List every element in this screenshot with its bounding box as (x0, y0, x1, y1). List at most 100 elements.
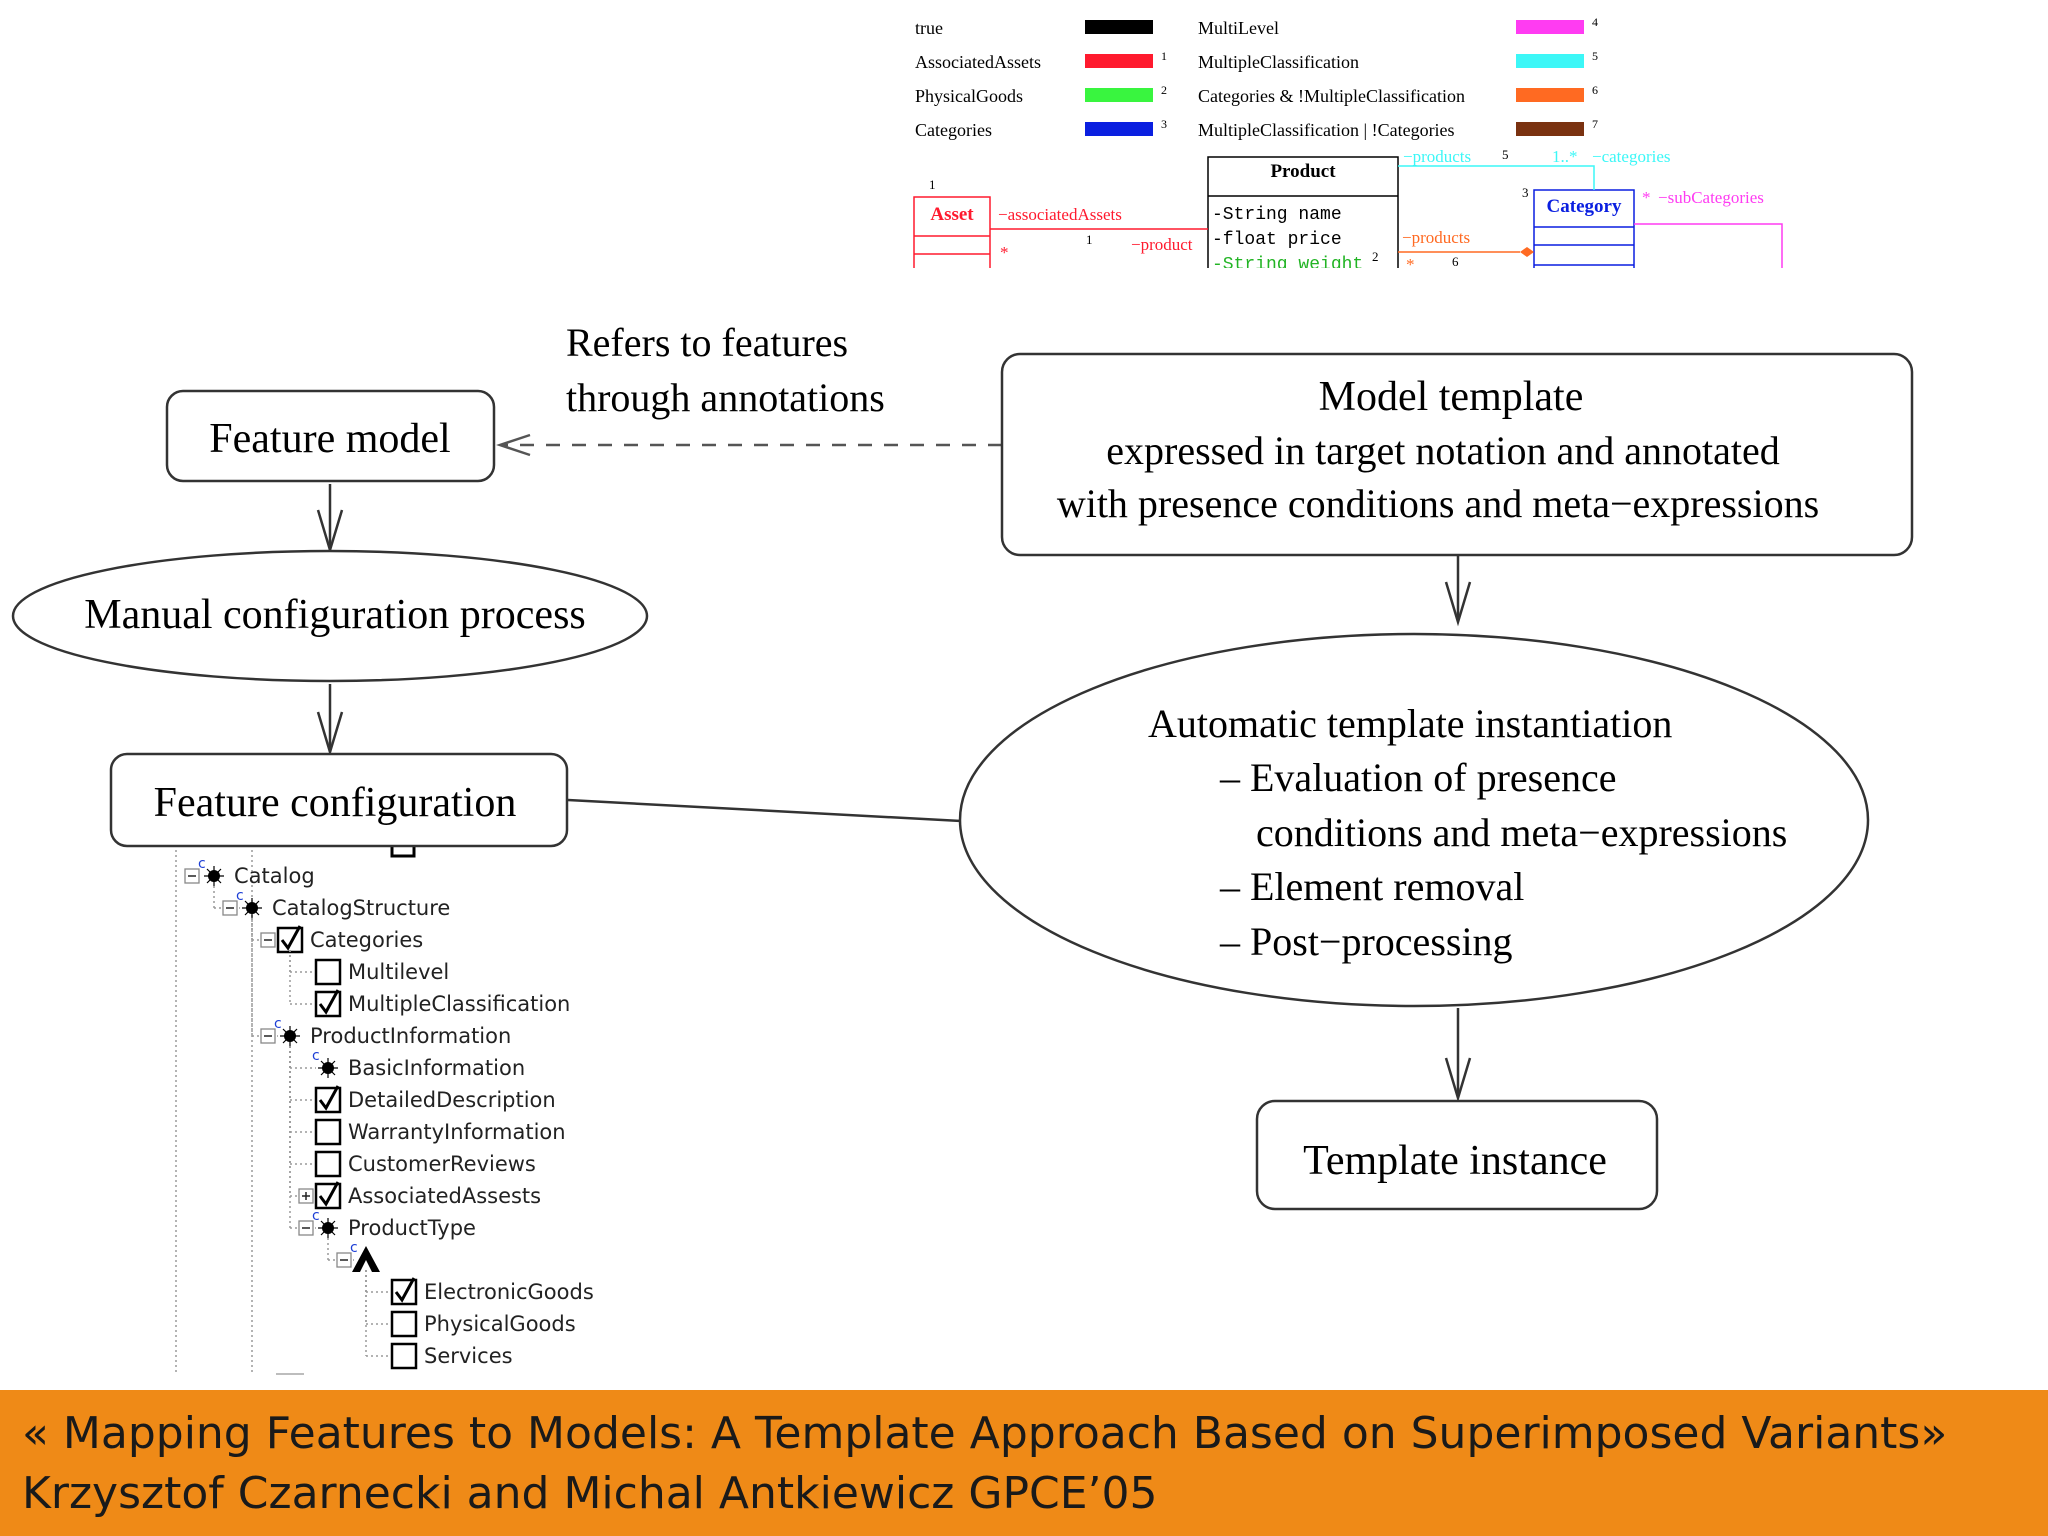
assoc-num-6: 6 (1452, 254, 1459, 269)
feature-group-icon (352, 1246, 380, 1272)
assoc-mult-top: 1..* (1552, 147, 1578, 166)
tree-row[interactable]: Categories (251, 918, 423, 954)
tree-item-label: Catalog (234, 864, 315, 888)
legend-swatch (1516, 54, 1584, 68)
tree-row[interactable]: CustomerReviews (289, 1046, 536, 1178)
tree-item-label: CustomerReviews (348, 1152, 536, 1176)
assoc-num-5: 5 (1502, 147, 1509, 162)
legend-number: 2 (1161, 83, 1167, 97)
tree-item-label: ProductInformation (310, 1024, 511, 1048)
tree-row[interactable]: AssociatedAssests (289, 1046, 541, 1210)
product-attr-price: -float price (1212, 230, 1342, 250)
c-marker: c (274, 1016, 282, 1032)
unchecked-checkbox[interactable] (314, 1118, 342, 1146)
unchecked-checkbox[interactable] (314, 958, 342, 986)
automatic-instantiation-node: Automatic template instantiation – Evalu… (958, 632, 1870, 1008)
assoc-num-1-mid: 1 (1086, 232, 1093, 247)
tree-item-label: ElectronicGoods (424, 1280, 594, 1304)
template-instance-label: Template instance (1303, 1138, 1607, 1184)
auto-instantiation-step1: – Evaluation of presence (1219, 755, 1617, 800)
unchecked-checkbox[interactable] (390, 1342, 418, 1370)
assoc-label-categories: −categories (1592, 147, 1671, 166)
legend-label: true (915, 18, 943, 38)
tree-row[interactable]: Multilevel (289, 950, 449, 986)
tree-row[interactable]: Services (365, 1270, 513, 1370)
tree-item-label: PhysicalGoods (424, 1312, 576, 1336)
legend-label: MultipleClassification (1198, 52, 1359, 72)
feature-configuration-node: Feature configuration (109, 752, 569, 848)
legend-swatch (1516, 20, 1584, 34)
legend-item: MultipleClassification 5 (1198, 49, 1598, 72)
assoc-label-products-top: −products (1403, 147, 1471, 166)
c-marker: c (312, 1208, 320, 1224)
legend-label: PhysicalGoods (915, 86, 1023, 106)
legend-swatch (1516, 88, 1584, 102)
product-attr-weight: -String weight (1212, 255, 1363, 275)
legend-swatch (1085, 88, 1153, 102)
assoc-star-left: * (1000, 243, 1009, 262)
legend-label: AssociatedAssets (915, 52, 1041, 72)
legend-swatch (1516, 122, 1584, 136)
assoc-subcats-star: * (1642, 188, 1651, 207)
tree-item-label: AssociatedAssests (348, 1184, 541, 1208)
legend-number: 7 (1592, 117, 1598, 131)
tree-row[interactable]: MultipleClassification (289, 950, 570, 1018)
model-template-line2: expressed in target notation and annotat… (1106, 428, 1780, 473)
refers-to-features-line1: Refers to features (566, 320, 848, 365)
tree-item-label: Multilevel (348, 960, 449, 984)
tree-row[interactable]: ElectronicGoods (365, 1270, 594, 1306)
assoc-star-mid: * (1406, 255, 1415, 274)
tree-row[interactable]: DetailedDescription (289, 1046, 556, 1114)
citation-title: « Mapping Features to Models: A Template… (22, 1408, 1948, 1459)
asset-class-box (913, 196, 991, 268)
assoc-label-product: −product (1131, 235, 1193, 254)
legend-swatch (1085, 54, 1153, 68)
legend-swatch (1085, 20, 1153, 34)
tree-item-label: MultipleClassification (348, 992, 570, 1016)
uml-class-diagram: Product -String name -float price -Strin… (913, 147, 1783, 275)
product-class-title: Product (1270, 161, 1336, 182)
feature-configuration-label: Feature configuration (154, 780, 517, 826)
legend-label: MultiLevel (1198, 18, 1279, 38)
feature-model-label: Feature model (209, 416, 450, 462)
auto-instantiation-step1-cont: conditions and meta−expressions (1256, 810, 1787, 855)
tree-row[interactable]: c (327, 1238, 380, 1272)
model-template-line3: with presence conditions and meta−expres… (1057, 481, 1819, 526)
legend-number: 4 (1592, 15, 1598, 29)
tree-item-label: Categories (310, 928, 423, 952)
category-class-box (1533, 189, 1635, 268)
manual-configuration-node: Manual configuration process (11, 549, 649, 683)
assoc-num-1-asset: 1 (929, 177, 936, 192)
assoc-label-subcategories: −subCategories (1658, 188, 1764, 207)
c-marker: c (236, 888, 244, 904)
c-marker: c (350, 1240, 358, 1256)
manual-configuration-label: Manual configuration process (84, 592, 586, 638)
tree-row[interactable]: WarrantyInformation (289, 1046, 566, 1146)
legend-item: true (915, 18, 1153, 38)
legend-label: Categories & !MultipleClassification (1198, 86, 1465, 106)
legend-swatch (1085, 122, 1153, 136)
unchecked-checkbox[interactable] (390, 1310, 418, 1338)
feature-model-node: Feature model (165, 389, 496, 483)
citation-authors: Krzysztof Czarnecki and Michal Antkiewic… (22, 1468, 1158, 1519)
legend-number: 5 (1592, 49, 1598, 63)
c-marker: c (198, 856, 206, 872)
tree-item-label: BasicInformation (348, 1056, 525, 1080)
unchecked-checkbox[interactable] (314, 1150, 342, 1178)
tree-item-label: WarrantyInformation (348, 1120, 566, 1144)
assoc-label-associated-assets: −associatedAssets (998, 205, 1122, 224)
c-marker: c (312, 1048, 320, 1064)
model-template-node: Model template expressed in target notat… (1000, 352, 1914, 557)
assoc-label-products-mid: −products (1402, 228, 1470, 247)
